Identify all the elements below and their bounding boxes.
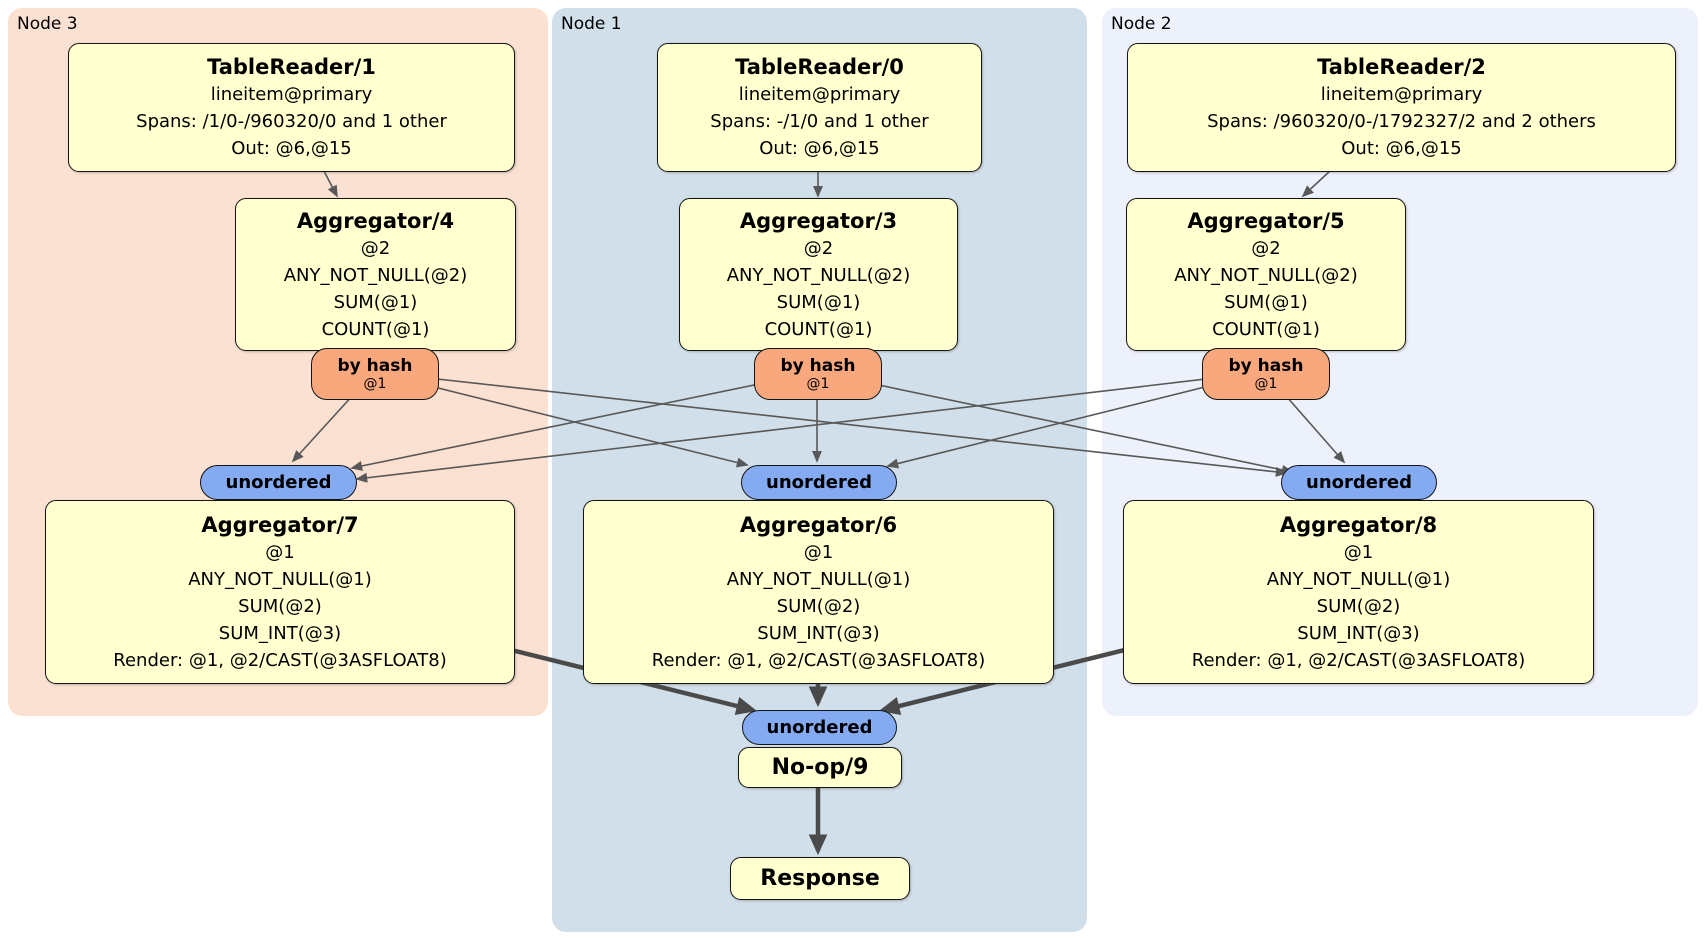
processor-line: SUM(@2) [1316, 595, 1401, 617]
processor-line: SUM(@2) [238, 595, 322, 617]
processor-aggregator-3: Aggregator/3 @2 ANY_NOT_NULL(@2) SUM(@1)… [679, 198, 958, 351]
processor-title: TableReader/2 [1317, 55, 1486, 79]
processor-line: Spans: /960320/0-/1792327/2 and 2 others [1207, 111, 1596, 132]
processor-title: Aggregator/7 [201, 512, 359, 537]
processor-line: @1 [803, 541, 834, 563]
processor-line: Render: @1, @2/CAST(@3ASFLOAT8) [1191, 649, 1526, 671]
processor-line: ANY_NOT_NULL(@2) [283, 264, 468, 286]
processor-aggregator-5: Aggregator/5 @2 ANY_NOT_NULL(@2) SUM(@1)… [1126, 198, 1406, 351]
processor-tablereader-2: TableReader/2 lineitem@primary Spans: /9… [1127, 43, 1676, 172]
processor-line: Spans: /1/0-/960320/0 and 1 other [136, 111, 447, 132]
router-detail: @1 [363, 375, 387, 392]
sync-label: unordered [766, 717, 873, 738]
edge [350, 371, 818, 471]
processor-line: Out: @6,@15 [759, 138, 880, 159]
sync-label: unordered [225, 472, 332, 493]
processor-line: ANY_NOT_NULL(@1) [188, 568, 372, 590]
processor-line: SUM(@2) [776, 595, 861, 617]
processor-aggregator-4: Aggregator/4 @2 ANY_NOT_NULL(@2) SUM(@1)… [235, 198, 516, 351]
processor-title: Response [760, 865, 880, 891]
processor-aggregator-8: Aggregator/8 @1 ANY_NOT_NULL(@1) SUM(@2)… [1123, 500, 1594, 684]
processor-line: lineitem@primary [1320, 84, 1483, 105]
processor-line: @1 [1343, 541, 1374, 563]
processor-line: lineitem@primary [738, 84, 901, 105]
processor-line: @1 [265, 541, 295, 563]
processor-noop-9: No-op/9 [738, 747, 902, 788]
processor-title: TableReader/0 [735, 55, 904, 79]
processor-line: Out: @6,@15 [1341, 138, 1462, 159]
processor-line: ANY_NOT_NULL(@1) [1266, 568, 1451, 590]
hash-router-5: by hash @1 [1202, 348, 1330, 400]
node-label: Node 2 [1111, 14, 1172, 34]
processor-line: COUNT(@1) [321, 318, 430, 340]
processor-line: Render: @1, @2/CAST(@3ASFLOAT8) [113, 649, 447, 671]
sync-unordered-final: unordered [742, 710, 897, 745]
processor-response: Response [730, 857, 910, 900]
processor-tablereader-1: TableReader/1 lineitem@primary Spans: /1… [68, 43, 515, 172]
processor-line: Render: @1, @2/CAST(@3ASFLOAT8) [651, 649, 986, 671]
processor-line: SUM(@1) [333, 291, 418, 313]
router-detail: @1 [1254, 375, 1278, 392]
processor-tablereader-0: TableReader/0 lineitem@primary Spans: -/… [657, 43, 982, 172]
router-label: by hash [337, 355, 413, 376]
processor-line: SUM_INT(@3) [1297, 622, 1420, 644]
processor-line: SUM_INT(@3) [218, 622, 342, 644]
processor-line: Spans: -/1/0 and 1 other [710, 111, 929, 132]
processor-title: No-op/9 [771, 754, 869, 780]
processor-line: COUNT(@1) [764, 318, 873, 340]
node-label: Node 1 [561, 14, 622, 34]
processor-title: Aggregator/5 [1187, 208, 1345, 233]
processor-line: COUNT(@1) [1212, 318, 1320, 340]
processor-line: @2 [1251, 237, 1281, 259]
processor-line: @2 [803, 237, 834, 259]
processor-title: Aggregator/4 [296, 208, 455, 233]
processor-line: SUM(@1) [776, 291, 861, 313]
hash-router-3: by hash @1 [754, 348, 882, 400]
edge [816, 371, 1294, 475]
processor-line: SUM(@1) [1224, 291, 1308, 313]
sync-label: unordered [766, 472, 872, 493]
processor-title: Aggregator/8 [1279, 512, 1438, 537]
edge [355, 371, 1266, 483]
processor-line: lineitem@primary [210, 84, 373, 105]
sync-unordered-left: unordered [200, 465, 357, 500]
processor-line: Out: @6,@15 [231, 138, 352, 159]
router-detail: @1 [806, 375, 830, 392]
processor-line: ANY_NOT_NULL(@2) [726, 264, 911, 286]
sync-label: unordered [1306, 472, 1412, 493]
router-label: by hash [780, 355, 856, 376]
processor-line: SUM_INT(@3) [757, 622, 880, 644]
processor-title: Aggregator/6 [739, 512, 898, 537]
processor-line: ANY_NOT_NULL(@1) [726, 568, 911, 590]
processor-title: TableReader/1 [207, 55, 376, 79]
sync-unordered-center: unordered [741, 465, 897, 500]
node-label: Node 3 [17, 14, 78, 34]
processor-line: ANY_NOT_NULL(@2) [1174, 264, 1358, 286]
router-label: by hash [1228, 355, 1304, 376]
hash-router-4: by hash @1 [311, 348, 439, 400]
sync-unordered-right: unordered [1281, 465, 1437, 500]
processor-title: Aggregator/3 [739, 208, 898, 233]
processor-line: @2 [360, 237, 391, 259]
processor-aggregator-7: Aggregator/7 @1 ANY_NOT_NULL(@1) SUM(@2)… [45, 500, 515, 684]
processor-aggregator-6: Aggregator/6 @1 ANY_NOT_NULL(@1) SUM(@2)… [583, 500, 1054, 684]
